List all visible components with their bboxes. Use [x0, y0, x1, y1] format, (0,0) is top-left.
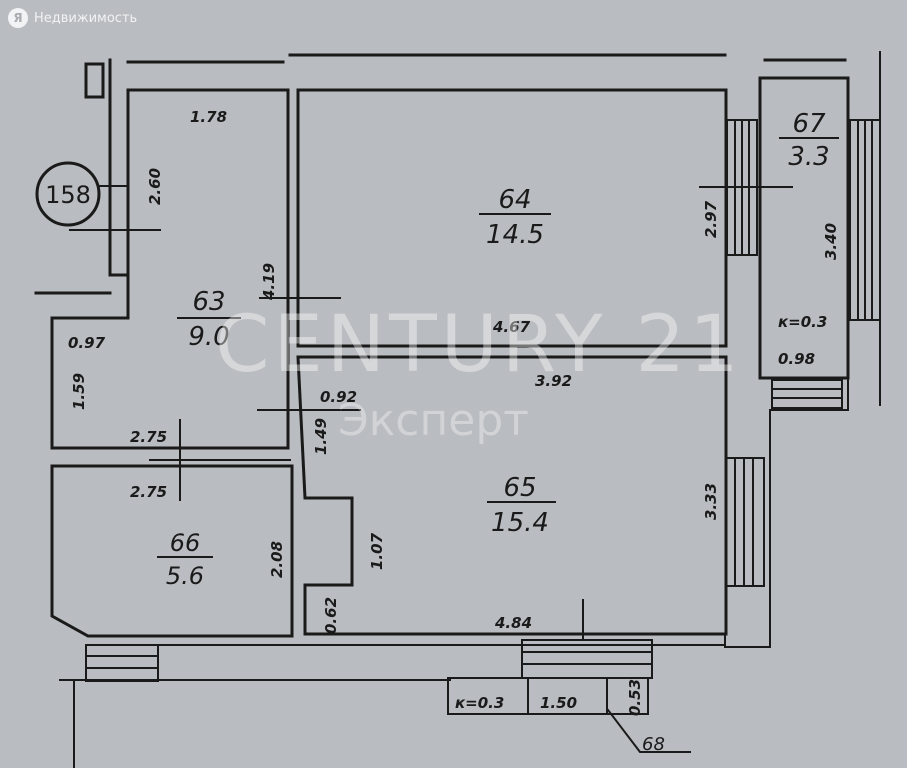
brand-logo: Я Недвижимость [8, 8, 137, 28]
dim-3-33: 3.33 [702, 483, 720, 520]
watermark-century21: CENTURY 21 [215, 300, 743, 390]
dim-2-75-top: 2.75 [130, 428, 167, 446]
room-63-number: 63 [192, 287, 225, 317]
dim-2-60: 2.60 [146, 168, 164, 205]
room-64-area: 14.5 [486, 220, 544, 250]
dim-k-0-3-balcony: к=0.3 [778, 313, 827, 331]
dim-0-98: 0.98 [778, 350, 815, 368]
room-66-number: 66 [170, 529, 201, 557]
dim-1-50: 1.50 [540, 694, 577, 712]
room-64-outline [296, 88, 728, 348]
room-65-outline [296, 355, 728, 636]
dim-0-92: 0.92 [320, 388, 357, 406]
dim-68: 68 [642, 734, 665, 755]
ext-right-shell [724, 409, 771, 648]
dim-1-07: 1.07 [368, 532, 386, 570]
apartment-number-circle [35, 161, 101, 227]
dim-3-92: 3.92 [535, 372, 572, 390]
room-65-number: 65 [503, 473, 536, 503]
window-balcony-bottom [771, 379, 843, 409]
leader-68 [606, 708, 691, 753]
room-66-outline [50, 464, 294, 638]
wall-left-vertical-top [108, 58, 130, 277]
room-64-number: 64 [498, 185, 531, 215]
dim-tick-bottom [527, 679, 608, 715]
watermark-expert: Эксперт [338, 395, 529, 446]
room-63-outline [50, 88, 290, 450]
dim-4-19: 4.19 [260, 263, 278, 301]
dim-2-97: 2.97 [702, 200, 720, 238]
dim-1-49: 1.49 [312, 418, 330, 455]
room-65-area: 15.4 [491, 508, 549, 538]
window-room-67 [849, 119, 881, 321]
dim-4-84: 4.84 [494, 614, 532, 632]
dim-0-97: 0.97 [68, 334, 106, 352]
dim-1-78: 1.78 [190, 108, 227, 126]
dim-2-08: 2.08 [268, 541, 286, 578]
wall-ext-left-small [84, 62, 105, 99]
dim-4-67: 4.67 [492, 318, 531, 336]
room-66-area: 5.6 [166, 562, 204, 590]
window-room-65 [725, 457, 765, 587]
dim-k-0-3-bottom: к=0.3 [455, 694, 504, 712]
dim-0-53: 0.53 [626, 679, 644, 716]
room-67-area: 3.3 [788, 142, 829, 172]
dim-tick-275 [149, 419, 291, 501]
room-63-area: 9.0 [188, 322, 229, 352]
window-bottom-left [85, 644, 159, 682]
room-67-number: 67 [792, 109, 826, 139]
window-bottom-center [521, 639, 653, 679]
balcony-outer-wall [769, 79, 849, 411]
yandex-logo-icon: Я [8, 8, 28, 28]
dim-3-40: 3.40 [822, 223, 840, 260]
dim-0-62: 0.62 [322, 597, 340, 634]
dim-1-59: 1.59 [70, 373, 88, 410]
apartment-number: 158 [45, 181, 91, 209]
dim-2-75-bottom: 2.75 [130, 483, 167, 501]
brand-name: Недвижимость [34, 10, 138, 26]
